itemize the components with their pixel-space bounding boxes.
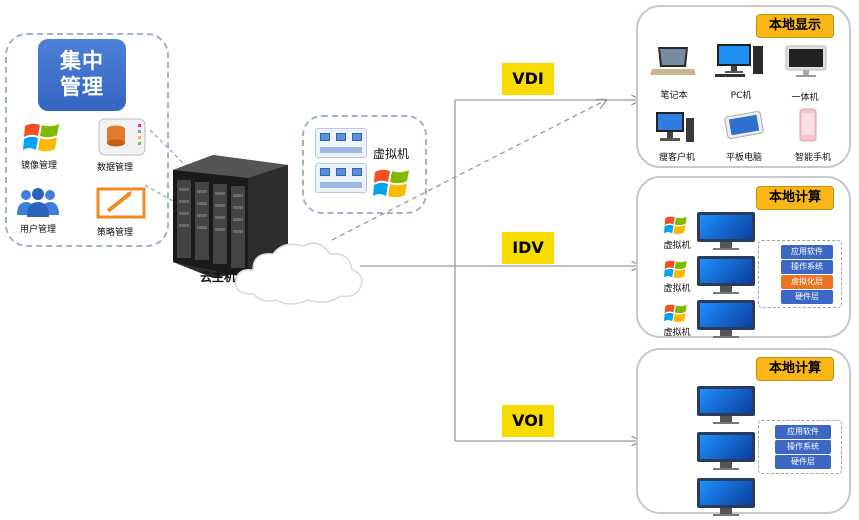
mgmt-item-label: 数据管理	[97, 163, 134, 173]
monitor-icon	[697, 432, 755, 470]
vm-stack-icon	[315, 163, 367, 193]
vm-stack-icon	[315, 128, 367, 158]
tablet-icon	[724, 111, 764, 139]
device-label: 智能手机	[794, 153, 831, 163]
smartphone-icon	[799, 108, 817, 142]
layer-os: 操作系统	[775, 440, 831, 454]
voi-layer-stack	[758, 420, 842, 474]
monitor-icon	[697, 478, 755, 516]
policy-icon	[96, 187, 146, 219]
monitor-icon	[697, 212, 755, 250]
server-rack-icon	[173, 155, 288, 278]
mgmt-item-label: 策略管理	[97, 228, 134, 238]
windows-logo-icon	[664, 304, 687, 323]
layer-hardware: 硬件层	[775, 455, 831, 469]
users-icon	[17, 188, 59, 217]
windows-logo-icon	[23, 123, 59, 152]
panel-tag: 本地计算	[756, 186, 834, 210]
device-label: 一体机	[791, 93, 819, 103]
virtual-machine-bubble	[302, 115, 427, 214]
database-icon	[98, 118, 146, 156]
vm-small-label: 虚拟机	[663, 328, 691, 338]
vdi-dashed-line	[331, 100, 606, 241]
vm-small-label: 虚拟机	[663, 284, 691, 294]
layer-app: 应用软件	[775, 425, 831, 439]
vm-small-label: 虚拟机	[663, 241, 691, 251]
mgmt-item-label: 用户管理	[20, 225, 57, 235]
protocol-voi-label: VOI	[502, 405, 554, 437]
panel-tag: 本地计算	[756, 357, 834, 381]
central-management-box: 集中 管理	[38, 39, 126, 111]
device-label: 笔记本	[660, 91, 688, 101]
device-label: 瘦客户机	[658, 153, 695, 163]
device-label: PC机	[730, 91, 752, 101]
protocol-vdi-label: VDI	[502, 63, 554, 95]
layer-app: 应用软件	[781, 245, 833, 259]
thin-client-icon	[656, 112, 694, 142]
mgmt-item-label: 镜像管理	[21, 161, 58, 171]
layer-hardware: 硬件层	[781, 290, 833, 304]
pc-icon	[715, 44, 763, 77]
management-cluster	[5, 33, 169, 247]
laptop-icon	[650, 47, 696, 75]
monitor-icon	[697, 256, 755, 294]
layer-virtualization: 虚拟化层	[781, 275, 833, 289]
central-management-label: 集中 管理	[60, 49, 104, 99]
vm-label: 虚拟机	[373, 147, 410, 161]
all-in-one-icon	[785, 45, 827, 77]
protocol-idv-label: IDV	[502, 232, 554, 264]
monitor-icon	[697, 386, 755, 424]
windows-logo-icon	[664, 260, 687, 279]
layer-os: 操作系统	[781, 260, 833, 274]
cloud-icon	[234, 242, 363, 305]
idv-layer-stack	[758, 240, 842, 308]
device-label: 平板电脑	[725, 153, 762, 163]
monitor-icon	[697, 300, 755, 338]
windows-logo-icon	[373, 169, 409, 198]
windows-logo-icon	[664, 216, 687, 235]
panel-tag: 本地显示	[756, 14, 834, 38]
